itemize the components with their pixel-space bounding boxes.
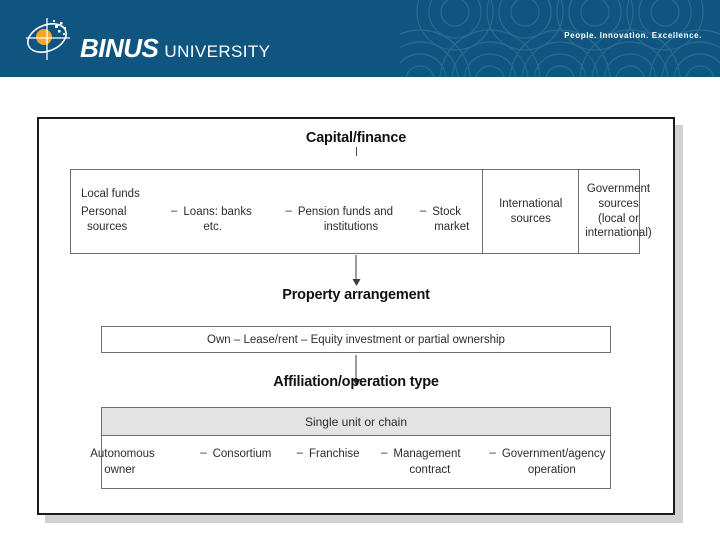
brand-suffix: UNIVERSITY (164, 42, 271, 61)
item-separator: – (381, 446, 388, 459)
affiliation-operation-section: Affiliation/operation type Single unit o… (39, 374, 673, 489)
affiliation-operation-box: Single unit or chain Autonomous owner – … (90, 407, 611, 489)
title-connector-tick (355, 147, 357, 156)
brand-logo-lockup: BINUS UNIVERSITY (22, 14, 270, 66)
item-separator: – (419, 205, 427, 218)
list-item: Franchise (309, 447, 360, 460)
list-item: Autonomous owner (90, 447, 155, 476)
property-arrangement-box: Own – Lease/rent – Equity investment or … (101, 326, 611, 353)
local-funds-items: Personal sources – Loans: banks etc. – P… (81, 205, 476, 235)
single-unit-or-chain-header: Single unit or chain (102, 408, 610, 436)
item-separator: – (285, 205, 292, 218)
header-tagline: People. Innovation. Excellence. (564, 31, 702, 40)
table-cell-international-sources: International sources (483, 170, 580, 253)
capital-finance-section: Capital/finance Local funds Personal sou… (39, 130, 673, 254)
affiliation-operation-title: Affiliation/operation type (273, 374, 439, 390)
capital-finance-title: Capital/finance (305, 130, 407, 146)
local-funds-heading: Local funds (81, 188, 140, 201)
diagram-frame: Capital/finance Local funds Personal sou… (37, 117, 675, 515)
list-item: Management contract (393, 447, 461, 476)
concentric-arcs-pattern-icon (400, 0, 720, 77)
list-item: Personal sources (81, 206, 128, 233)
binus-orbit-logo-icon (22, 16, 78, 66)
item-separator: – (200, 446, 207, 459)
header-banner: BINUS UNIVERSITY People. Innovation. Exc… (0, 0, 720, 77)
arrow-capital-to-property-icon (352, 255, 361, 286)
table-cell-local-funds: Local funds Personal sources – Loans: ba… (71, 170, 484, 253)
capital-sources-table: Local funds Personal sources – Loans: ba… (70, 169, 652, 254)
government-sources-label: Government sources (local or internation… (585, 183, 652, 240)
property-arrangement-title: Property arrangement (282, 287, 430, 303)
list-item: Consortium (212, 447, 272, 460)
list-item: Loans: banks etc. (183, 206, 252, 233)
list-item: Government/agency operation (501, 447, 606, 476)
item-separator: – (489, 446, 496, 459)
property-arrangement-section: Property arrangement Own – Lease/rent – … (39, 287, 673, 353)
item-separator: – (296, 446, 303, 459)
brand-name: BINUS (80, 33, 159, 63)
affiliation-items: Autonomous owner – Consortium – Franchis… (90, 436, 610, 489)
arrow-property-to-affiliation-icon (352, 355, 361, 386)
list-item: Stock market (432, 206, 470, 233)
item-separator: – (171, 205, 178, 218)
list-item: Pension funds and institutions (297, 206, 394, 233)
international-sources-label: International sources (499, 197, 563, 225)
table-cell-government-sources: Government sources (local or internation… (579, 170, 657, 253)
